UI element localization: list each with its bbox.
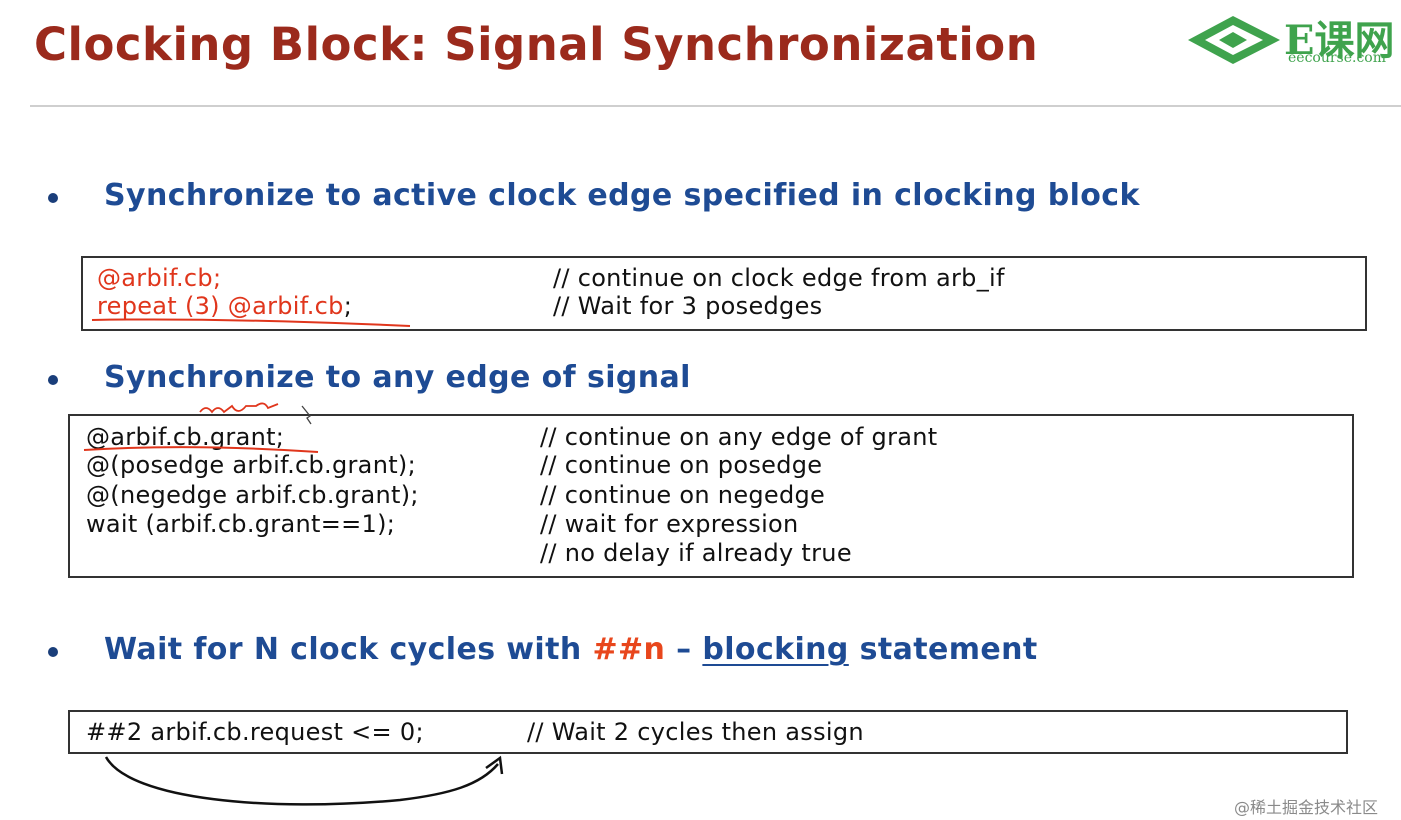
code-line-1-comment: // continue on clock edge from arb_if [553,264,1005,292]
code-line-5-stmt: @(negedge arbif.cb.grant); [86,481,419,509]
code-line-3-comment: // continue on any edge of grant [540,423,938,451]
code-line-2: repeat (3) @arbif.cb; [97,292,352,320]
heading-3-post: statement [848,632,1038,667]
cycle-arrow [104,756,499,806]
code-line-4-comment: // continue on posedge [540,451,823,479]
code-line-8-stmt: ##2 arbif.cb.request <= 0; [86,718,424,746]
watermark: @稀土掘金技术社区 [1234,798,1379,817]
logo-brand: E课网 [1284,17,1395,64]
code-line-2-comment: // Wait for 3 posedges [553,292,823,320]
code-box-1 [81,256,1367,331]
bullet-1 [48,193,58,203]
code-line-5-comment: // continue on negedge [540,481,826,509]
code-line-7-comment: // no delay if already true [540,539,852,567]
annotation-scribble [199,402,279,414]
code-box-2 [68,414,1354,578]
heading-1: Synchronize to active clock edge specifi… [104,178,1140,213]
code-line-1-stmt: @arbif.cb; [97,264,222,292]
code-line-4-stmt: @(posedge arbif.cb.grant); [86,451,416,479]
heading-3-dash: – [665,632,703,667]
code-line-8-comment: // Wait 2 cycles then assign [527,718,864,746]
code-box-3 [68,710,1348,754]
code-line-2-stmt-tail: ; [343,292,353,320]
code-line-6-stmt: wait (arbif.cb.grant==1); [86,510,396,538]
code-line-2-stmt: repeat (3) @arbif.cb [97,292,344,320]
heading-2: Synchronize to any edge of signal [104,360,691,395]
heading-3-underlined: blocking [702,632,849,667]
bullet-3 [48,647,58,657]
title-divider [30,105,1401,107]
code-line-3-stmt: @arbif.cb.grant; [86,423,285,451]
cycle-arrow-head [485,755,504,775]
code-line-6-comment: // wait for expression [540,510,799,538]
heading-3-pre: Wait for N clock cycles with [104,632,593,667]
slide-title: Clocking Block: Signal Synchronization [34,18,1039,71]
heading-3: Wait for N clock cycles with ##n – block… [104,632,1038,667]
heading-3-highlight: ##n [592,632,666,667]
eecourse-logo-icon [1188,16,1280,64]
logo-subtitle: eecourse.com [1288,50,1387,66]
bullet-2 [48,375,58,385]
